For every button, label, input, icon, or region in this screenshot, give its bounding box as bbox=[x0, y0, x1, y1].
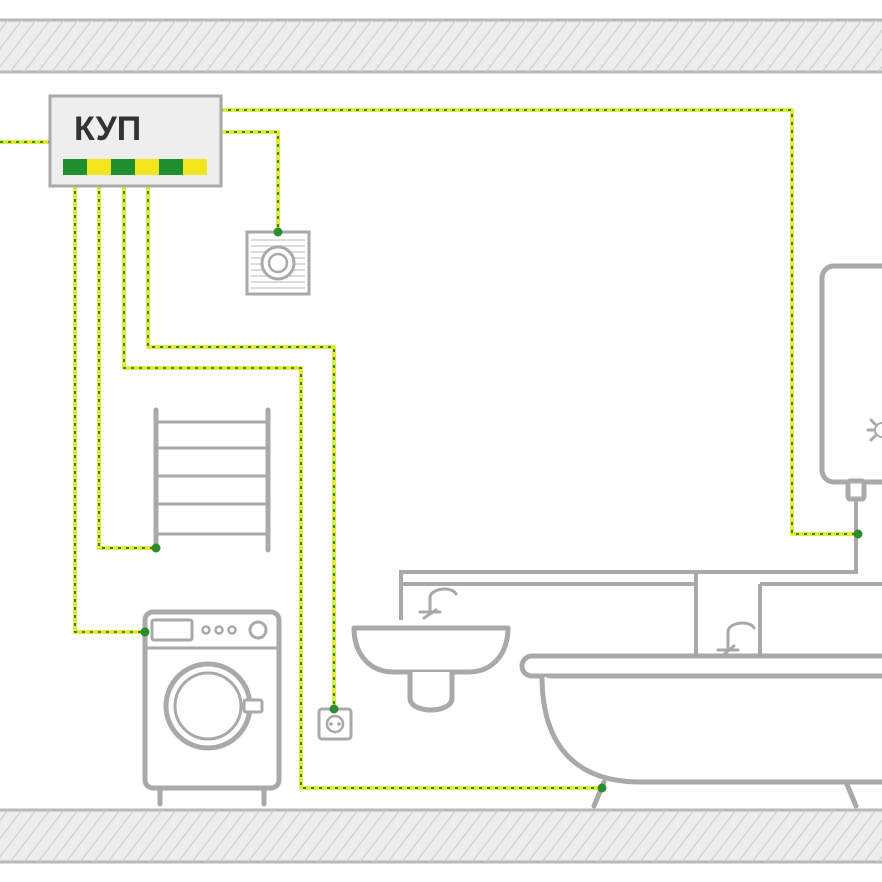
connection-node bbox=[329, 704, 339, 714]
sink-icon bbox=[351, 587, 511, 713]
junction-box: КУП bbox=[48, 94, 223, 188]
bathtub-icon bbox=[519, 621, 882, 809]
connection-node bbox=[597, 783, 607, 793]
ceiling-wall bbox=[0, 18, 882, 74]
terminal-2 bbox=[87, 159, 111, 175]
wire-to-socket bbox=[146, 175, 336, 709]
wire-to-towel-rail bbox=[97, 175, 156, 550]
exhaust-fan-icon bbox=[245, 230, 311, 296]
sink-faucet-icon bbox=[418, 587, 458, 620]
terminal-3 bbox=[111, 159, 135, 175]
towel-rail-icon bbox=[153, 407, 271, 553]
wire-to-bathtub bbox=[122, 175, 602, 790]
water-heater-icon bbox=[819, 263, 882, 502]
wire-to-heater bbox=[171, 108, 858, 536]
connection-node bbox=[151, 543, 161, 553]
wire-to-machine bbox=[73, 175, 145, 634]
terminal-6 bbox=[183, 159, 207, 175]
terminal-4 bbox=[135, 159, 159, 175]
washing-machine-icon bbox=[142, 609, 282, 807]
terminal-strip bbox=[63, 159, 207, 175]
terminal-1 bbox=[63, 159, 87, 175]
power-socket-icon bbox=[317, 707, 353, 741]
connection-nodes bbox=[140, 227, 863, 793]
water-pipes bbox=[399, 498, 882, 656]
connection-node bbox=[140, 627, 150, 637]
heater-indicator-icon bbox=[866, 418, 882, 442]
connection-node bbox=[853, 529, 863, 539]
floor-wall bbox=[0, 808, 882, 864]
connection-node bbox=[273, 227, 283, 237]
terminal-5 bbox=[159, 159, 183, 175]
bathtub-faucet-icon bbox=[716, 621, 756, 658]
junction-box-label: КУП bbox=[74, 110, 141, 148]
